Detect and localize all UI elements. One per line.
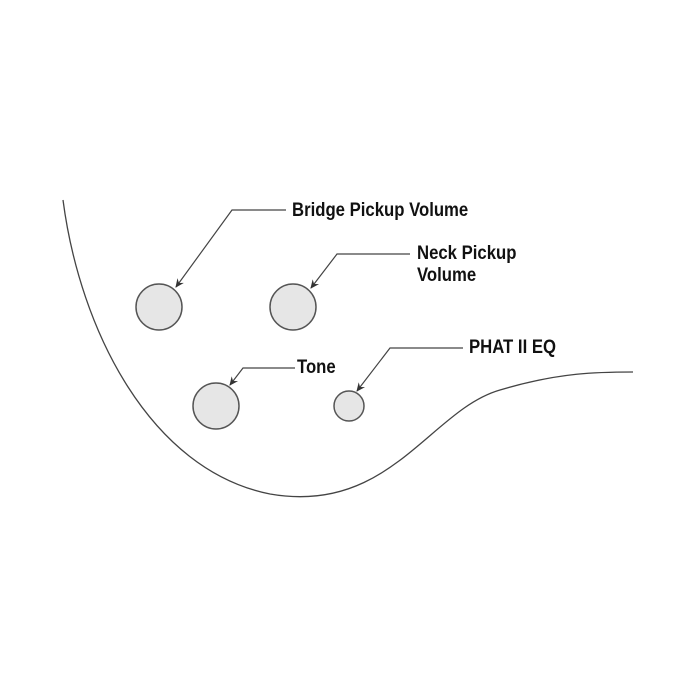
phat-eq-knob[interactable] bbox=[333, 390, 365, 422]
phat-eq-leader-arrow bbox=[356, 347, 463, 392]
neck-volume-label-line2: Volume bbox=[417, 265, 477, 286]
tone-knob[interactable] bbox=[192, 382, 240, 430]
guitar-body-outline bbox=[62, 199, 634, 498]
neck-volume-label-line1: Neck Pickup bbox=[417, 243, 517, 264]
tone-leader-arrow bbox=[229, 367, 295, 386]
tone-label: Tone bbox=[297, 357, 336, 378]
neck-volume-label: Neck Pickup Volume bbox=[417, 243, 516, 287]
neck-volume-knob[interactable] bbox=[269, 283, 317, 331]
bridge-volume-knob[interactable] bbox=[135, 283, 183, 331]
bridge-volume-label: Bridge Pickup Volume bbox=[292, 200, 469, 221]
neck-volume-leader-arrow bbox=[310, 253, 410, 289]
bridge-volume-leader-arrow bbox=[175, 209, 286, 288]
phat-eq-label: PHAT II EQ bbox=[469, 337, 557, 358]
